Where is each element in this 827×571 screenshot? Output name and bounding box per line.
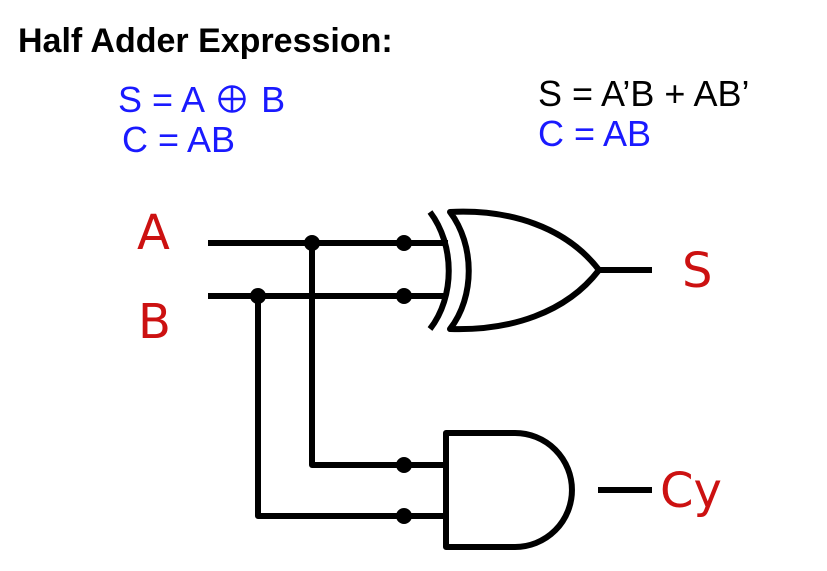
page-title: Half Adder Expression: (18, 22, 393, 60)
wire-a-to-and (309, 243, 448, 468)
sum-expression-xor: S = A B (118, 82, 285, 120)
xor-circle-plus-icon (217, 84, 247, 120)
xor-gate (447, 208, 602, 333)
input-b-label: B (138, 294, 171, 350)
sum-expression-prefix: S = A (118, 79, 204, 120)
junction-dot (304, 235, 320, 251)
xor-gate-extra-curve (427, 210, 452, 331)
carry-expression-left: C = AB (122, 119, 236, 160)
junction-dot (250, 288, 266, 304)
junction-dot (396, 508, 412, 524)
carry-expression-right: C = AB (538, 113, 652, 154)
junction-dot (396, 457, 412, 473)
junction-dot (396, 288, 412, 304)
junction-dot (396, 235, 412, 251)
input-a-label: A (137, 205, 170, 261)
and-gate (443, 430, 575, 550)
wire-b-to-and (255, 296, 448, 519)
output-sum-label: S (682, 243, 713, 299)
sum-expression-sop: S = A’B + AB’ (538, 73, 750, 114)
output-carry-label: Cy (660, 463, 722, 519)
sum-expression-suffix: B (261, 79, 286, 120)
